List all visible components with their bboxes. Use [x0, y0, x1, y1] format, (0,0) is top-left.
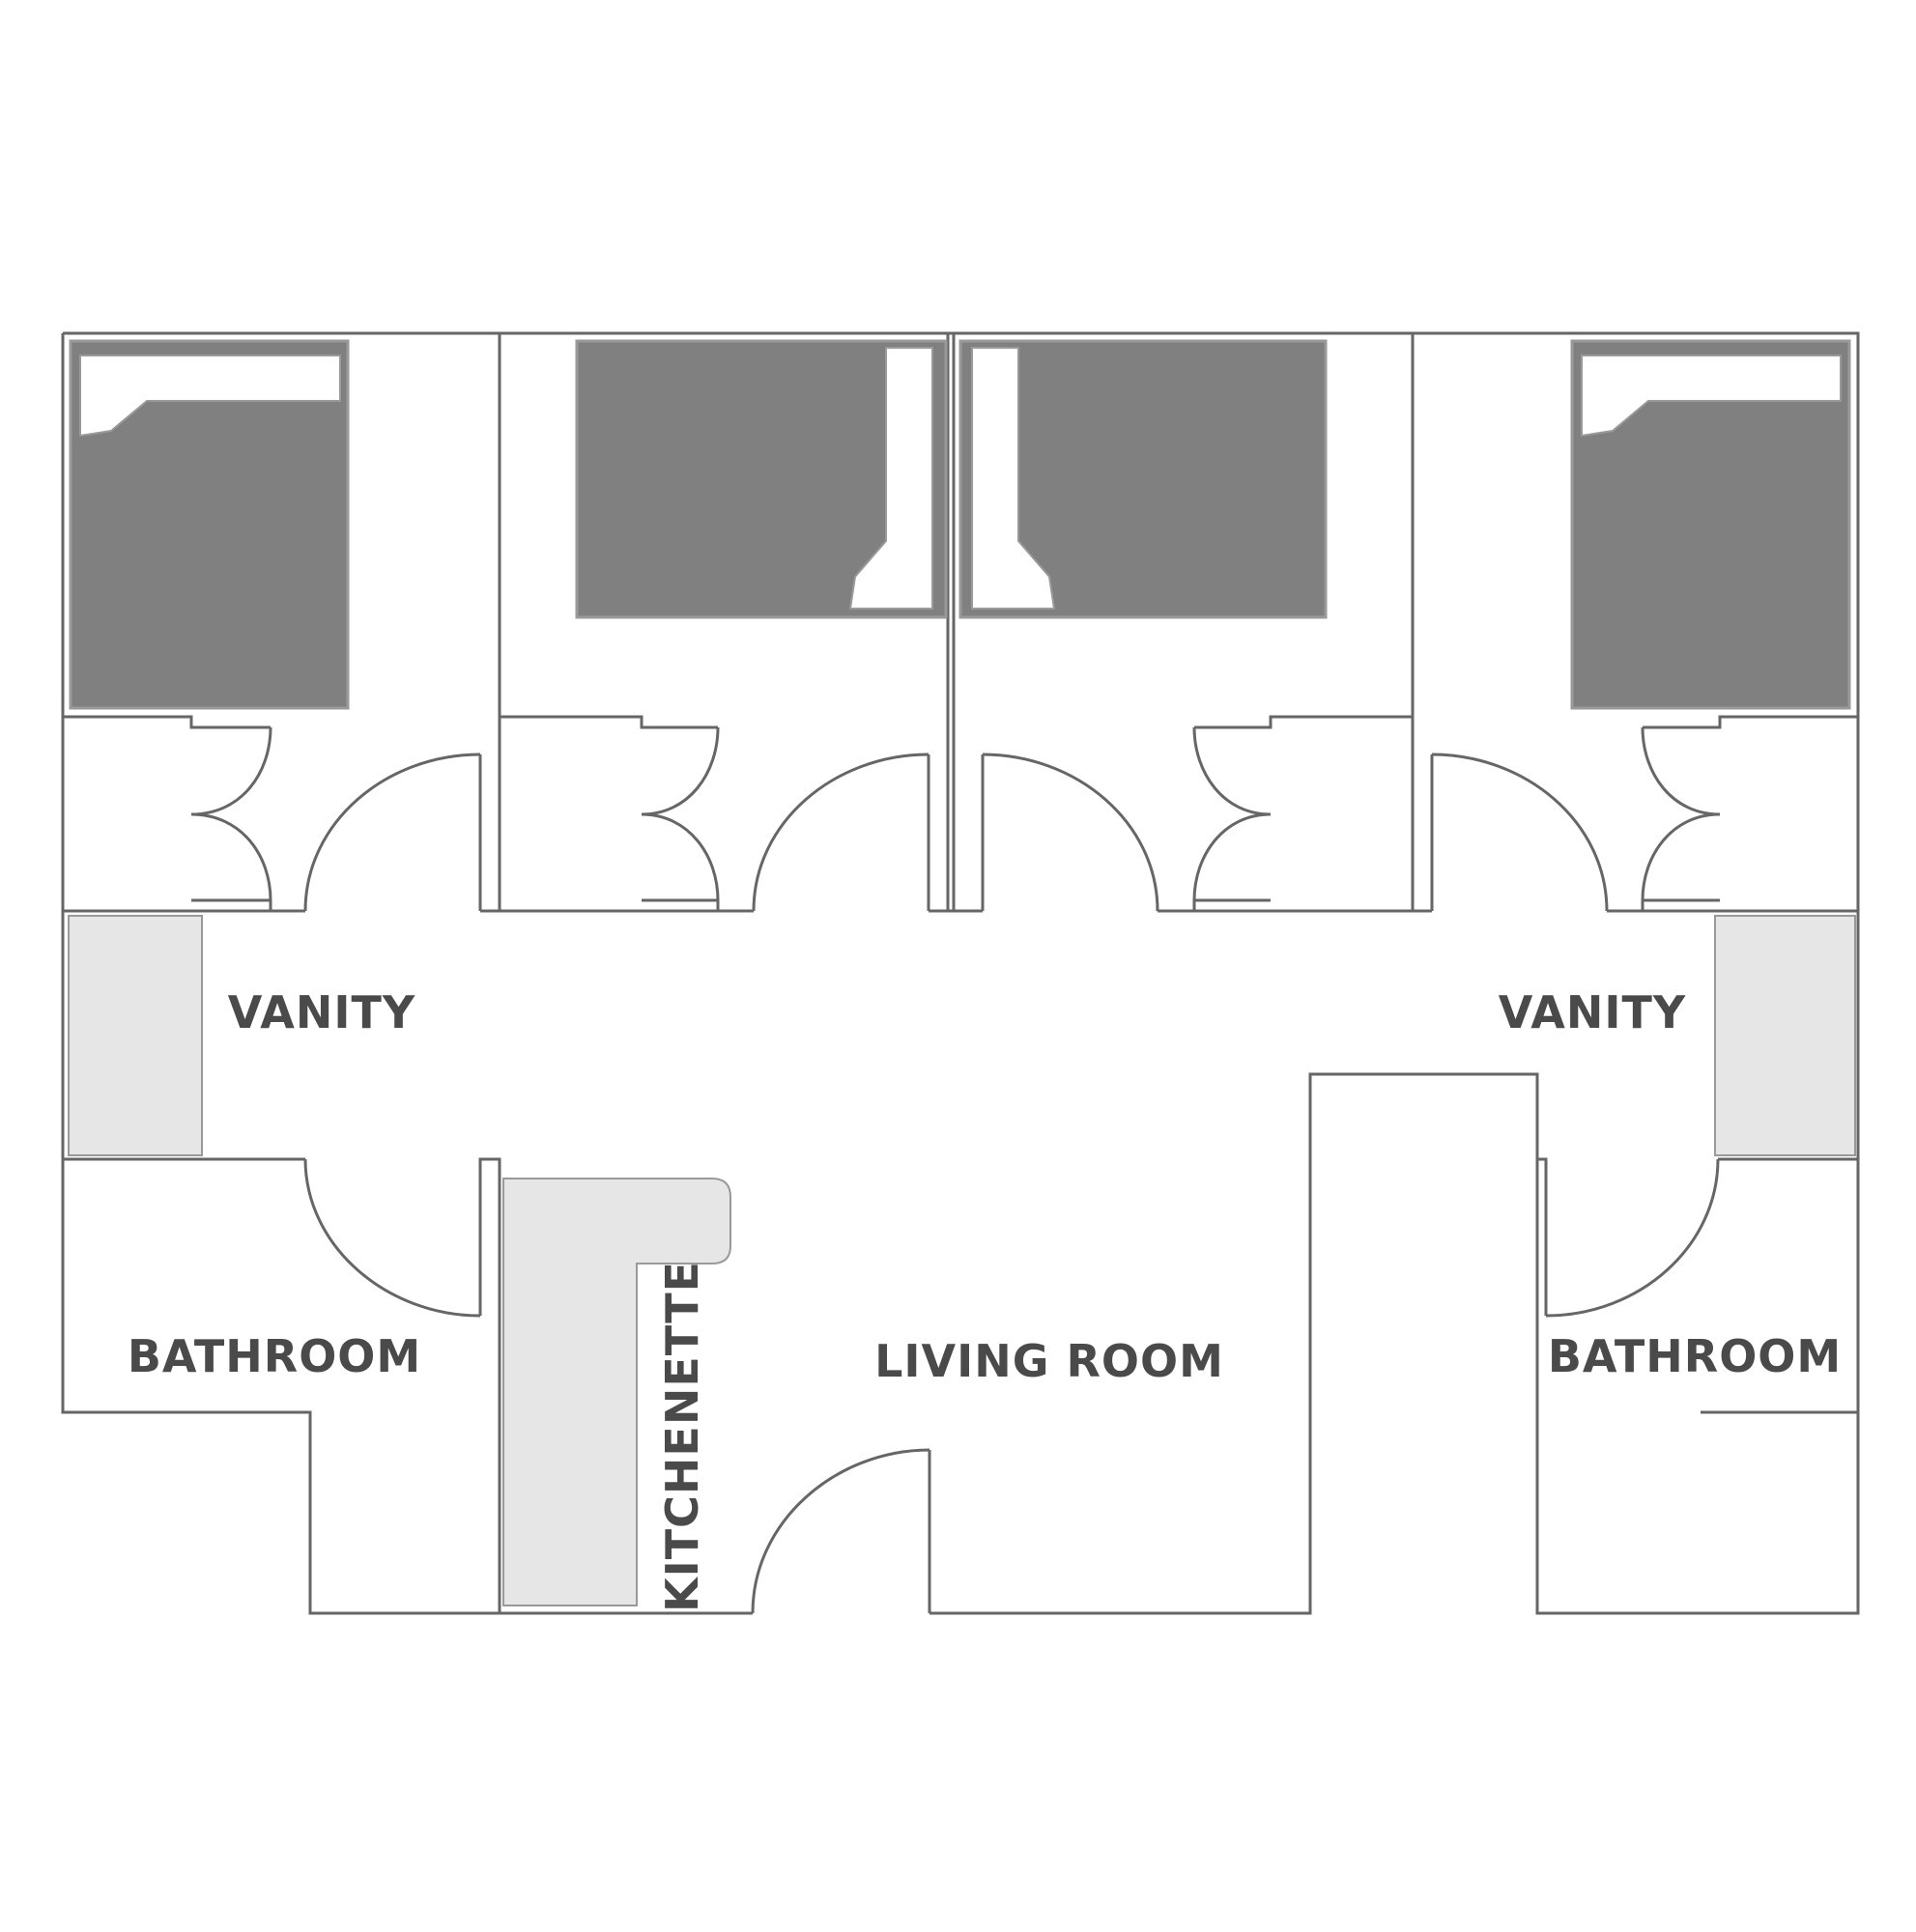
bedroom-partitions [63, 333, 1858, 913]
door-swing-bathroom-right [1545, 1158, 1720, 1318]
label-vanity-left: VANITY [228, 986, 415, 1038]
closet-door-1 [190, 726, 272, 901]
bathroom-left-door-jamb [478, 1157, 501, 1613]
beds [69, 339, 1851, 710]
closet-door-2 [641, 726, 720, 901]
vanity-counters [68, 915, 1856, 1156]
closet-top-3 [1194, 715, 1413, 729]
door-swing-bedroom-4 [1431, 753, 1609, 912]
pillow-icon [848, 347, 933, 610]
bedroom4-closet-sill [1641, 898, 1720, 911]
closet-door-4 [1641, 726, 1721, 901]
closet-top-4 [1643, 715, 1858, 729]
pillow-icon [1581, 355, 1842, 438]
living-room-wall [929, 1072, 1539, 1615]
door-swing-bedroom-2 [752, 753, 929, 912]
room-labels: VANITY VANITY BATHROOM BATHROOM LIVING R… [128, 986, 1842, 1612]
closet-top-1 [63, 715, 271, 729]
kitchenette-counter [502, 1178, 731, 1606]
door-swing-entry [751, 1448, 930, 1614]
label-vanity-right: VANITY [1499, 986, 1686, 1038]
bedroom1-closet-sill [191, 898, 272, 911]
outer-wall-left [61, 333, 753, 1615]
bedroom2-closet-sill [642, 898, 720, 911]
closet-door-3 [1192, 726, 1272, 901]
door-swing-bedroom-3 [982, 753, 1159, 912]
outer-walls [61, 331, 1860, 1615]
door-swing-bathroom-left [303, 1158, 481, 1318]
label-kitchenette: KITCHENETTE [656, 1261, 708, 1612]
bedroom-door-swings [303, 753, 1609, 912]
bathroom-right-door-jamb [1537, 1157, 1548, 1316]
label-bathroom-right: BATHROOM [1548, 1330, 1842, 1382]
closet-top-2 [500, 715, 718, 729]
closet-doors [190, 726, 1721, 901]
bedroom3-closet-sill [1192, 898, 1271, 911]
vanity-counter-left [68, 915, 203, 1156]
pillow-icon [79, 355, 341, 438]
entry-door [751, 1448, 931, 1614]
vanity-counter-right [1714, 915, 1856, 1156]
pillow-icon [971, 347, 1056, 610]
door-swing-bedroom-1 [303, 753, 481, 912]
label-living-room: LIVING ROOM [874, 1335, 1224, 1387]
label-bathroom-left: BATHROOM [128, 1330, 421, 1382]
bathroom-walls [63, 1157, 1858, 1613]
